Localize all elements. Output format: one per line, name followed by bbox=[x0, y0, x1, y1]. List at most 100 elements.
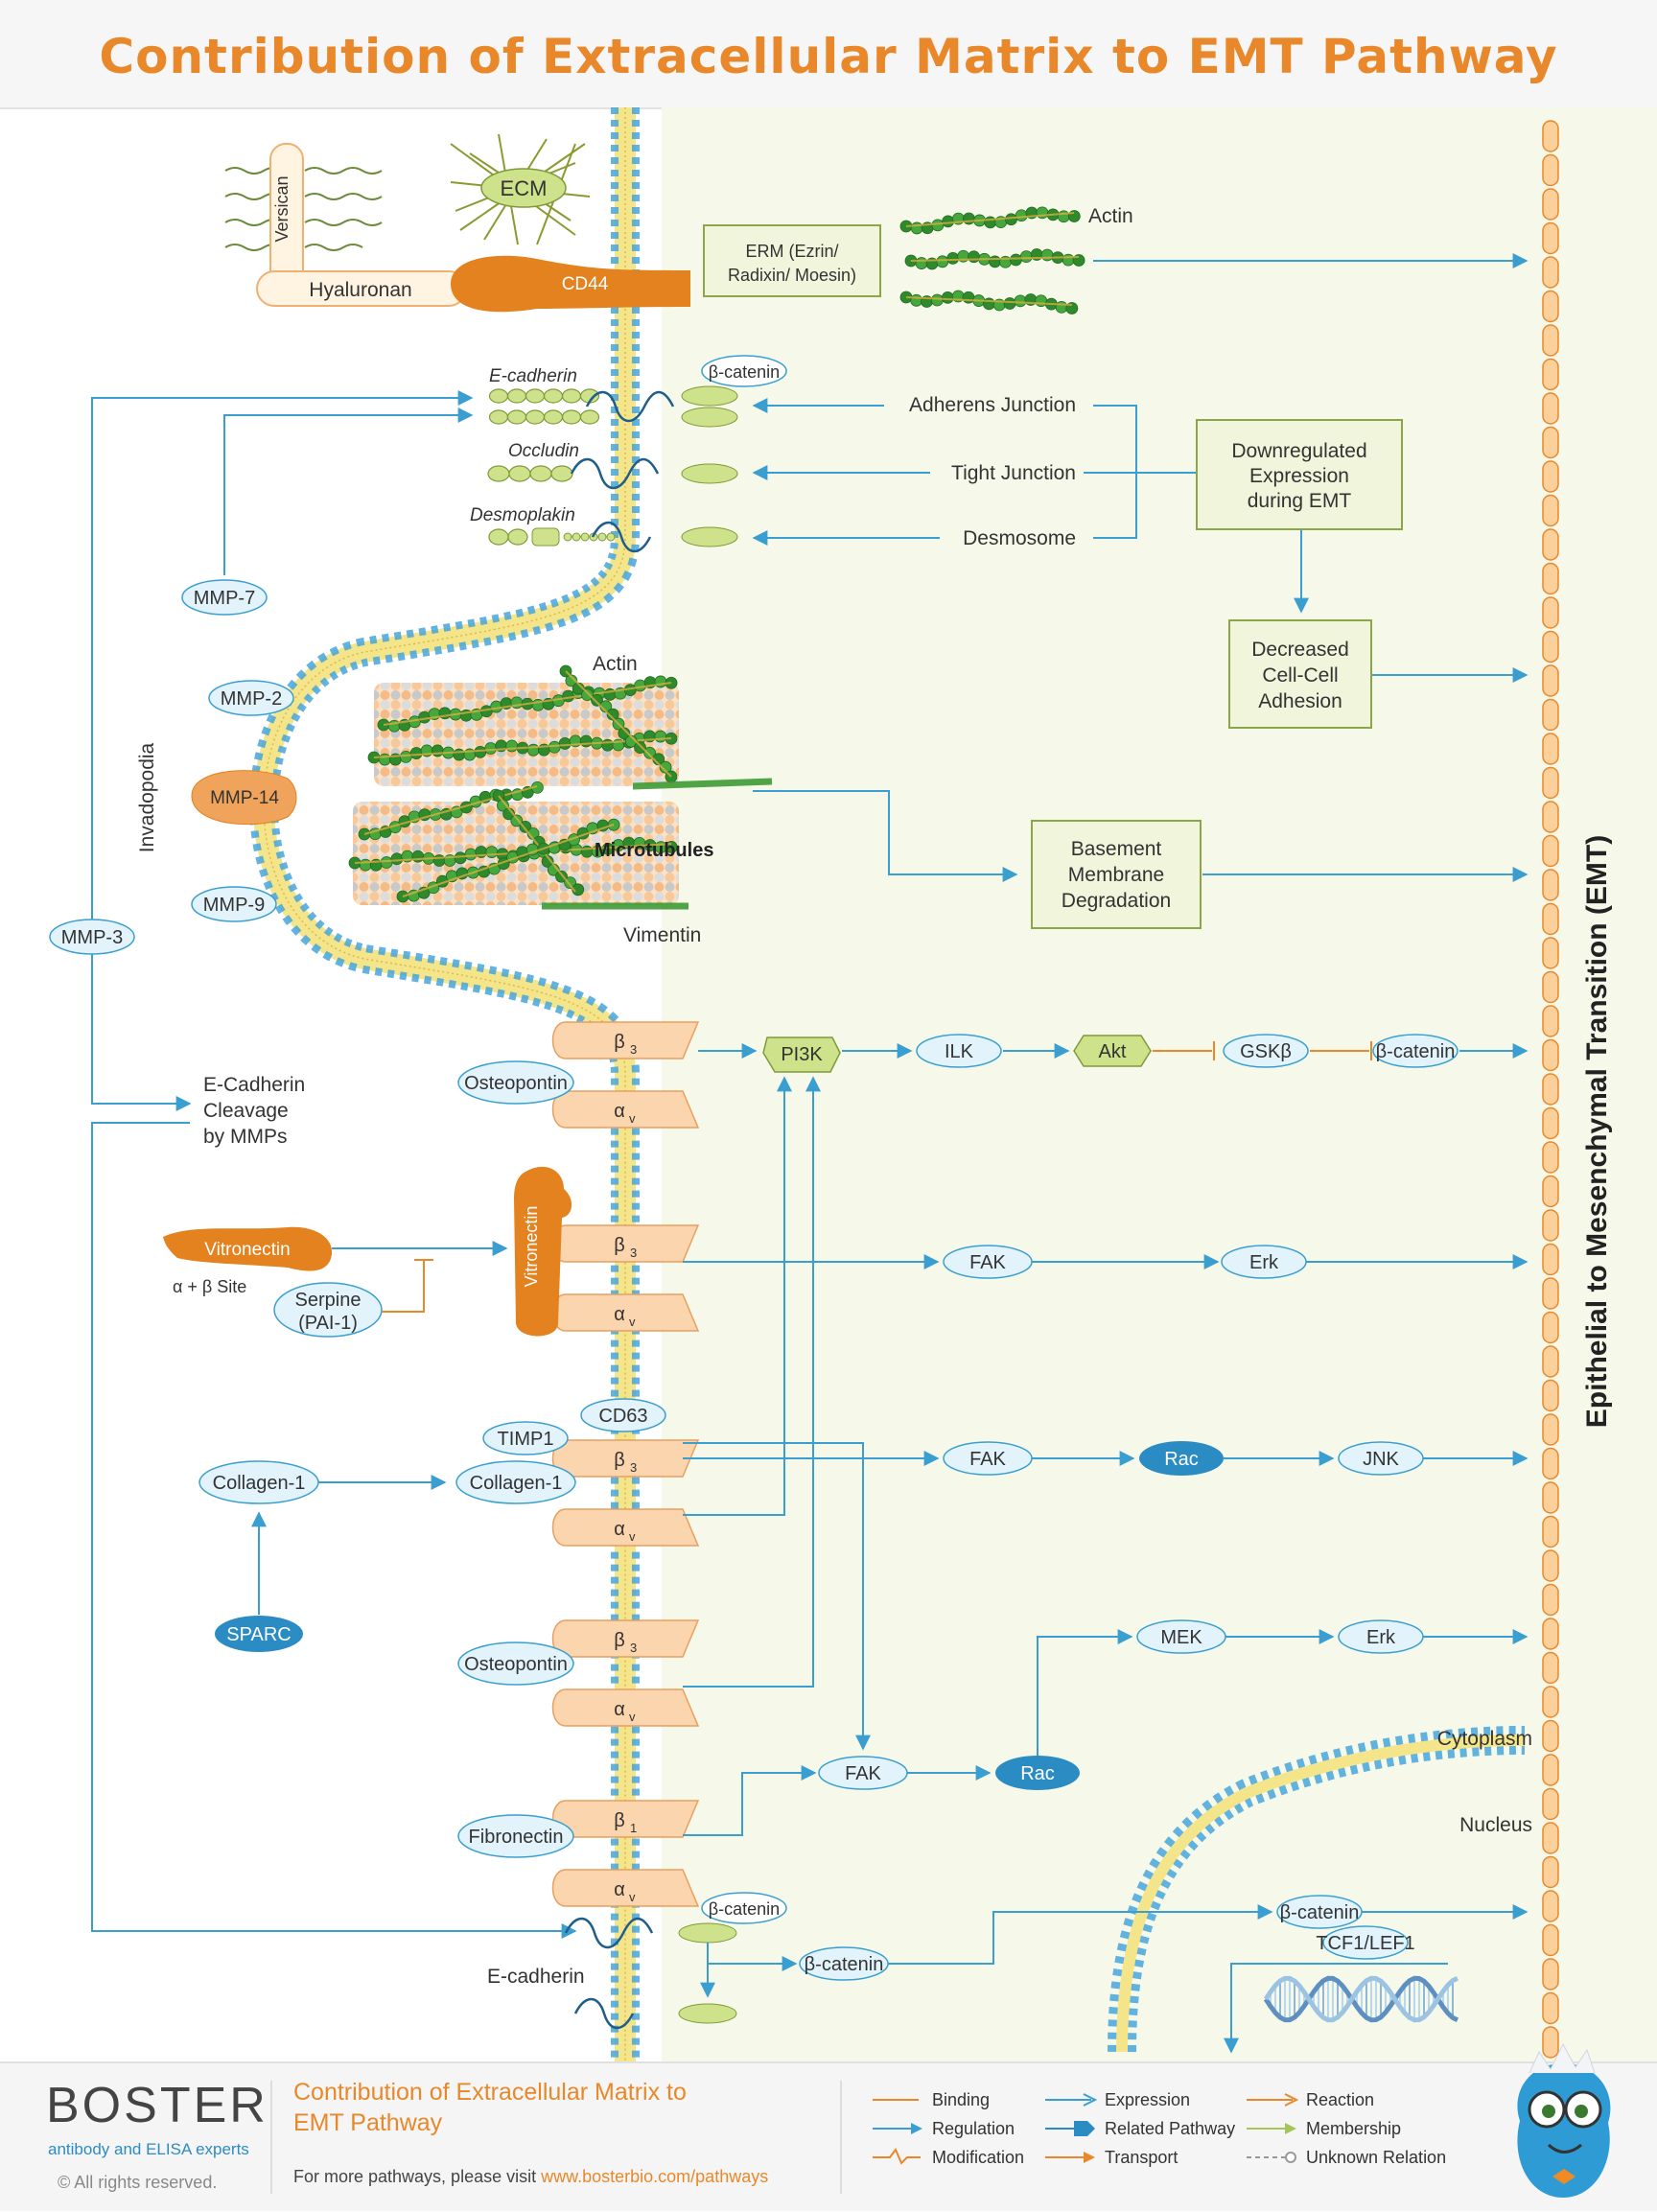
cadherin-domain bbox=[506, 409, 527, 425]
actin-monomer bbox=[510, 814, 524, 827]
emt-bar-segment bbox=[1542, 1515, 1559, 1548]
av-b3-site-label: α + β Site bbox=[173, 1277, 246, 1296]
footer-url[interactable]: www.bosterbio.com/pathways bbox=[541, 2167, 769, 2186]
actin-monomer bbox=[453, 748, 466, 761]
emt-bar-segment bbox=[1542, 188, 1559, 221]
collagen-ext-label: Collagen-1 bbox=[213, 1473, 306, 1494]
emt-bar-segment bbox=[1542, 733, 1559, 765]
emt-bar-segment bbox=[1542, 1754, 1559, 1786]
integrin-beta-subscript: 3 bbox=[630, 1460, 637, 1475]
legend-line bbox=[873, 2148, 921, 2165]
occludin-label: Occludin bbox=[508, 441, 579, 461]
actin-monomer bbox=[565, 674, 578, 687]
rac-row5-label: Rac bbox=[1020, 1763, 1055, 1784]
mmp-3-label: MMP-3 bbox=[61, 927, 123, 948]
emt-bar-segment bbox=[1542, 1855, 1559, 1889]
actin-filaments-top bbox=[899, 206, 1085, 314]
cleavage-line-2: Cleavage bbox=[203, 1100, 289, 1122]
akt-label: Akt bbox=[1099, 1041, 1127, 1062]
emt-bar-segment bbox=[1542, 1379, 1559, 1412]
emt-bar-segment bbox=[1542, 494, 1559, 527]
tcf-lef1-label: TCF1/LEF1 bbox=[1316, 1933, 1414, 1954]
collagen-bound-label: Collagen-1 bbox=[470, 1473, 563, 1494]
cadherin-domain bbox=[543, 409, 564, 425]
actin-monomer bbox=[1005, 213, 1017, 226]
integrin-alpha-label: α bbox=[614, 1304, 625, 1325]
integrin-alpha-subunit bbox=[551, 1090, 700, 1129]
legend-label: Transport bbox=[1105, 2148, 1178, 2167]
desmoplakin-bead bbox=[597, 532, 607, 542]
desmoplakin-bead bbox=[580, 532, 590, 542]
cadherin-domain bbox=[506, 388, 527, 404]
actin-monomer bbox=[1040, 248, 1054, 262]
actin-monomer-strand bbox=[498, 795, 576, 893]
actin-monomer bbox=[558, 737, 572, 750]
mmp-14-label: MMP-14 bbox=[210, 788, 279, 808]
actin-monomer bbox=[963, 212, 975, 225]
nucleus-label: Nucleus bbox=[1459, 1814, 1532, 1836]
hyaluronan-label: Hyaluronan bbox=[309, 279, 411, 301]
integrin-beta-subunit bbox=[551, 1800, 700, 1838]
emt-bar-segment bbox=[1542, 1481, 1559, 1514]
legend-line bbox=[1084, 2152, 1095, 2163]
actin-monomer bbox=[591, 693, 603, 707]
integrin-beta-subunit bbox=[551, 1619, 700, 1658]
actin-monomer bbox=[968, 250, 980, 264]
emt-bar-segment bbox=[1542, 1958, 1559, 1991]
actin-monomer bbox=[1019, 250, 1033, 264]
tight-green bbox=[681, 463, 738, 484]
e-cadherin-bottom-label: E-cadherin bbox=[487, 1966, 585, 1988]
actin-monomer bbox=[572, 883, 585, 896]
invadopodia-label: Invadopodia bbox=[136, 742, 158, 852]
actin-monomer-strand bbox=[402, 824, 615, 897]
emt-bar-segment bbox=[1542, 1106, 1559, 1140]
footer-title-2: EMT Pathway bbox=[293, 2109, 443, 2136]
actin-monomer bbox=[431, 744, 444, 757]
page-title: Contribution of Extracellular Matrix to … bbox=[99, 29, 1558, 84]
actin-monomer bbox=[581, 688, 594, 702]
emt-bar-segment bbox=[1542, 1651, 1559, 1685]
integrin-beta-subunit bbox=[551, 1224, 700, 1263]
desmoplakin-bead bbox=[606, 532, 616, 542]
occludin-domain bbox=[529, 465, 552, 482]
title-bar: Contribution of Extracellular Matrix to … bbox=[0, 0, 1657, 109]
integrin-beta-label: β bbox=[614, 1450, 625, 1471]
integrin-beta-subscript: 3 bbox=[630, 1641, 637, 1655]
actin-monomer bbox=[659, 760, 672, 774]
emt-bar-segment bbox=[1542, 324, 1559, 357]
emt-label: Epithelial to Mesenchymal Transition (EM… bbox=[1581, 835, 1613, 1428]
emt-bar-segment bbox=[1542, 1923, 1559, 1957]
occludin bbox=[487, 457, 660, 490]
mascot bbox=[1491, 2035, 1635, 2207]
emt-bar-segment bbox=[1542, 460, 1559, 493]
desmoplakin-label: Desmoplakin bbox=[470, 505, 575, 525]
legend-label: Modification bbox=[932, 2148, 1024, 2167]
copyright: © All rights reserved. bbox=[58, 2173, 218, 2192]
integrin-alpha-subscript: v bbox=[629, 1710, 636, 1724]
emt-bar-segment bbox=[1542, 1719, 1559, 1753]
serpine-inhibition bbox=[382, 1259, 433, 1313]
beta-catenin-green-2 bbox=[678, 2003, 737, 2024]
actin-monomer bbox=[910, 293, 923, 307]
basement-line-3: Degradation bbox=[1062, 890, 1171, 912]
beta-catenin-top-label: β-catenin bbox=[709, 362, 780, 382]
mmp-arrows bbox=[91, 390, 577, 1939]
actin-monomer bbox=[411, 850, 425, 863]
actin-monomer bbox=[930, 293, 944, 307]
fak-row3-label: FAK bbox=[969, 1449, 1006, 1470]
mmp-9 bbox=[191, 886, 277, 922]
emt-bar-segment bbox=[1542, 801, 1559, 833]
emt-bar-segment bbox=[1542, 1549, 1559, 1582]
legend-label: Unknown Relation bbox=[1306, 2148, 1446, 2167]
actin-monomer bbox=[654, 730, 667, 743]
sparc-label: SPARC bbox=[226, 1624, 291, 1645]
actin-monomer bbox=[936, 255, 949, 268]
cadherin-domain bbox=[525, 388, 546, 404]
cadherin-domain bbox=[525, 409, 546, 425]
desmosome-label: Desmosome bbox=[963, 527, 1076, 549]
actin-top-label: Actin bbox=[1088, 205, 1133, 227]
beta-catenin-b3-label: β-catenin bbox=[1280, 1902, 1360, 1923]
actin-filaments-invadopodia bbox=[348, 664, 678, 903]
emt-bar-segment bbox=[1542, 528, 1559, 561]
emt-bar-segment bbox=[1542, 290, 1559, 323]
